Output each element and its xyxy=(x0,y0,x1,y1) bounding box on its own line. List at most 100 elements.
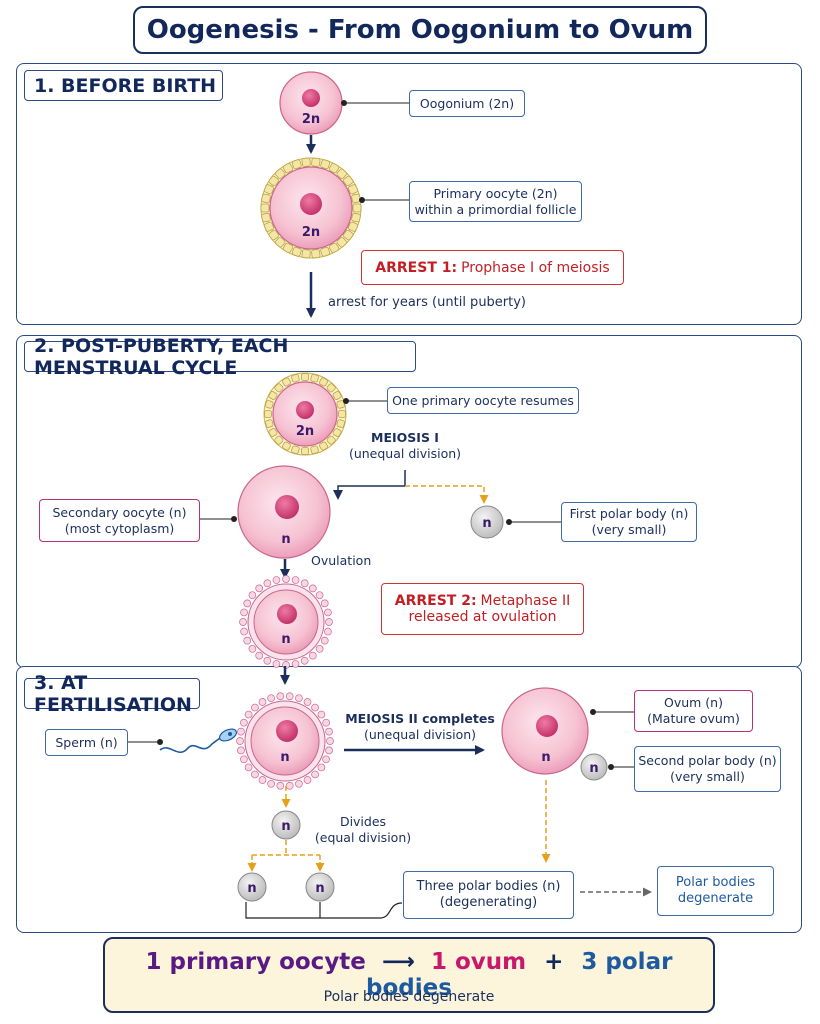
second-polar-cell-text: n xyxy=(589,761,598,776)
follicle-cell xyxy=(268,428,278,437)
follicle-cell xyxy=(258,776,267,784)
summary-subtitle: Polar bodies degenerate xyxy=(323,989,495,1005)
follicle-cell xyxy=(311,703,319,712)
follicle-cell xyxy=(351,212,361,223)
follicle-cell xyxy=(265,400,274,409)
follicle-cell xyxy=(308,584,317,593)
follicle-cell xyxy=(291,576,300,584)
follicle-cell xyxy=(274,435,284,445)
follicle-cell xyxy=(244,763,253,772)
divides-sub: (equal division) xyxy=(314,830,412,845)
dividing-polar-body: n xyxy=(271,810,301,840)
follicle-cell xyxy=(347,221,359,232)
primary-cell-text: 2n xyxy=(302,225,320,240)
three-polar-label: Three polar bodies (n) (degenerating) xyxy=(403,871,574,919)
follicle-cell xyxy=(244,710,253,719)
secondary-line2: (most cytoplasm) xyxy=(64,520,175,536)
polar-body-right: n xyxy=(305,872,335,902)
follicle-cell xyxy=(291,660,300,668)
ovum-label: Ovum (n) (Mature ovum) xyxy=(634,690,753,732)
first-polar-label: First polar body (n) (very small) xyxy=(561,502,697,542)
follicle-cell xyxy=(272,576,281,584)
meiosis2-title: MEIOSIS II completes xyxy=(345,711,495,726)
follicle-cell xyxy=(240,718,248,727)
follicle-cell xyxy=(303,698,312,706)
ovulation-label: Ovulation xyxy=(311,553,372,568)
follicle-cell xyxy=(317,763,326,772)
sperm-label-text: Sperm (n) xyxy=(55,734,118,750)
follicle-cell xyxy=(326,435,336,445)
follicle-cell xyxy=(301,249,311,259)
follicle-cell xyxy=(315,591,324,600)
ovum-cell: n xyxy=(501,687,589,775)
arrest1-title: ARREST 1: xyxy=(375,259,458,276)
follicle-cell xyxy=(274,236,286,248)
follicle-cell xyxy=(320,599,329,608)
ovulated-cell-text: n xyxy=(281,632,290,647)
follicle-cell xyxy=(282,377,291,387)
follicle-cell xyxy=(274,168,286,180)
ovum-line2: (Mature ovum) xyxy=(647,711,740,726)
ovulated-oocyte: n xyxy=(239,575,333,669)
follicle-cell xyxy=(291,445,300,454)
follicle-cell xyxy=(301,373,309,381)
follicle-cell xyxy=(322,718,330,727)
follicle-cell xyxy=(263,656,272,665)
arrest-years-text: arrest for years (until puberty) xyxy=(328,295,527,310)
follicle-cell xyxy=(320,246,331,257)
three-polar-line1: Three polar bodies (n) xyxy=(416,879,561,894)
follicle-cell xyxy=(315,644,324,653)
first-polar-body: n xyxy=(470,505,504,539)
follicle-cell xyxy=(295,694,303,703)
follicle-cell xyxy=(240,755,248,764)
follicle-cell xyxy=(251,703,259,712)
resumed-cell-text: 2n xyxy=(296,424,314,439)
meiosis1-sub: (unequal division) xyxy=(348,446,462,461)
follicle-cell xyxy=(248,644,257,653)
secondary-oocyte-cell: n xyxy=(237,465,331,559)
follicle-cell xyxy=(347,184,359,195)
fertilisation-oocyte: n xyxy=(236,692,334,790)
arrest1-text: Prophase I of meiosis xyxy=(461,259,610,276)
ovum-cell-text: n xyxy=(541,750,550,765)
resumed-follicle: 2n xyxy=(263,372,347,456)
follicle-cell xyxy=(282,575,290,583)
arrest2-line1: ARREST 2: Metaphase II xyxy=(395,593,571,609)
summary-part1: 1 primary oocyte xyxy=(145,949,366,975)
ovum-line1: Ovum (n) xyxy=(664,695,723,710)
follicle-cell xyxy=(291,159,302,170)
arrest1-box: ARREST 1: Prophase I of meiosis xyxy=(361,250,624,285)
arrest2-title: ARREST 2: xyxy=(394,593,477,609)
follicle-cell xyxy=(320,636,329,645)
follicle-cell xyxy=(320,159,331,170)
oogonium-cell: 2n xyxy=(279,71,343,135)
follicle-cell xyxy=(255,584,264,593)
follicle-cell xyxy=(243,636,252,645)
second-polar-line2: (very small) xyxy=(670,769,745,784)
secondary-cell-text: n xyxy=(281,532,290,547)
follicle-cell xyxy=(263,221,275,232)
follicle-cell xyxy=(317,710,326,719)
follicle-cell xyxy=(300,656,309,665)
follicle-cell xyxy=(268,229,279,241)
follicle-cell xyxy=(267,694,275,703)
polar-body-left: n xyxy=(237,872,267,902)
first-polar-cell-text: n xyxy=(482,516,491,531)
meiosis2-sub: (unequal division) xyxy=(363,727,477,742)
primary-oocyte-line2: within a primordial follicle xyxy=(414,201,577,217)
secondary-line1: Secondary oocyte (n) xyxy=(52,504,187,520)
follicle-cell xyxy=(282,441,291,451)
follicle-cell xyxy=(336,400,345,409)
follicle-cell xyxy=(336,236,348,248)
follicle-cell xyxy=(243,599,252,608)
pb-right-cell-text: n xyxy=(315,881,324,896)
follicle-cell xyxy=(326,737,334,745)
resumes-label: One primary oocyte resumes xyxy=(387,387,579,414)
follicle-cell xyxy=(332,428,342,437)
arrest2-line2: released at ovulation xyxy=(408,609,557,625)
follicle-cell xyxy=(282,163,294,174)
fert-cell-text: n xyxy=(280,750,289,765)
follicle-cell xyxy=(255,651,264,660)
summary-part2: 1 ovum xyxy=(430,949,527,975)
